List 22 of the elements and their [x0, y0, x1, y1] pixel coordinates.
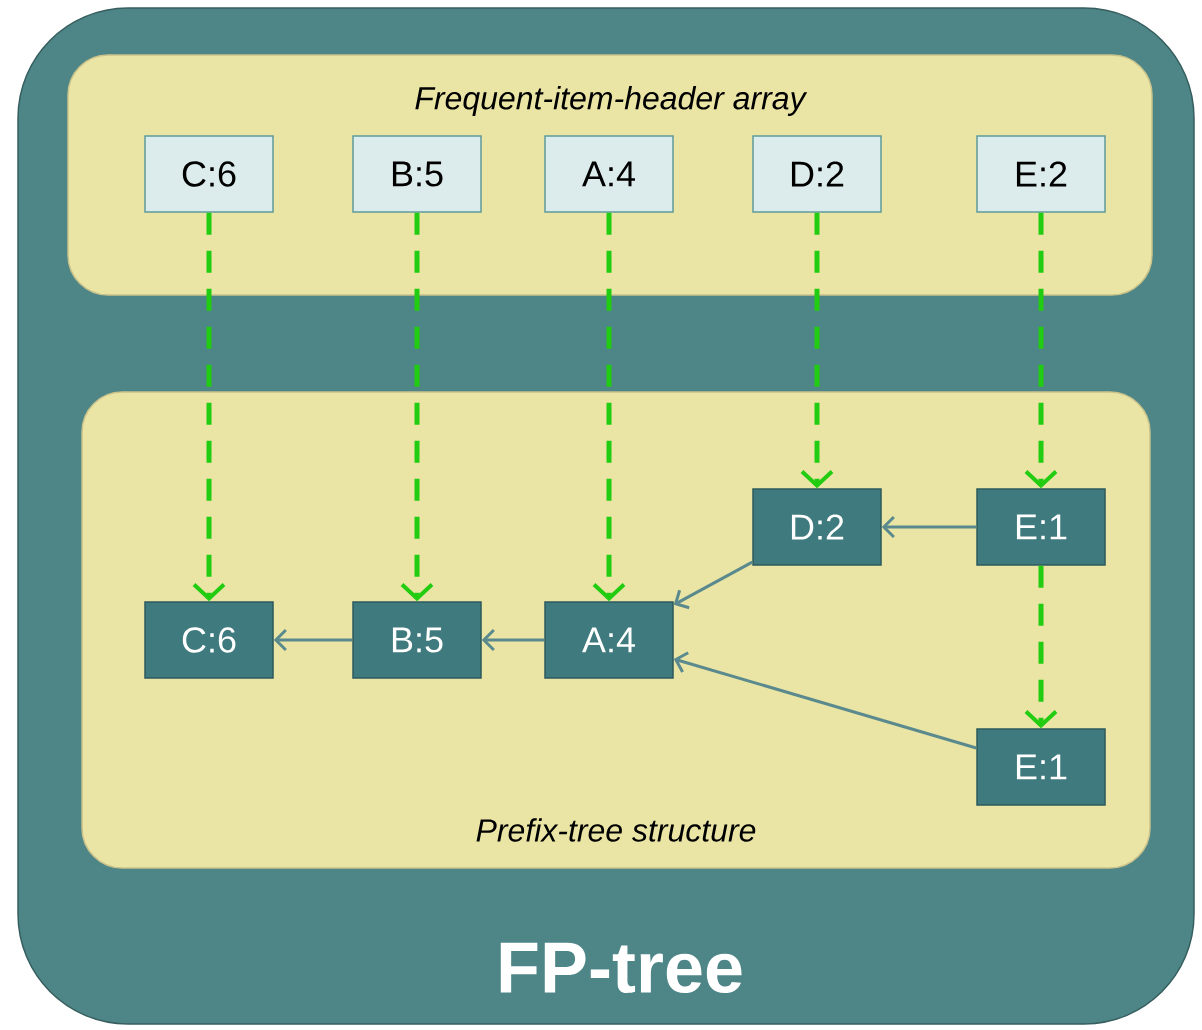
dashed-arrow: [1024, 212, 1058, 489]
header-box: D:2: [752, 135, 882, 213]
arrow: [673, 651, 977, 750]
arrow: [481, 628, 545, 652]
dashed-arrow: [1024, 565, 1058, 729]
tree-node-box: B:5: [352, 601, 482, 679]
arrow: [881, 515, 977, 539]
tree-node-box: C:6: [144, 601, 274, 679]
dashed-arrow: [800, 212, 834, 489]
tree-node-box: E:1: [976, 728, 1106, 806]
arrow: [273, 628, 353, 652]
dashed-arrow: [592, 212, 626, 602]
header-box: B:5: [352, 135, 482, 213]
tree-node-box: A:4: [544, 601, 674, 679]
tree-node-box: E:1: [976, 488, 1106, 566]
dashed-arrow: [400, 212, 434, 602]
dashed-arrow: [192, 212, 226, 602]
tree-node-box: D:2: [752, 488, 882, 566]
header-box: A:4: [544, 135, 674, 213]
header-box: E:2: [976, 135, 1106, 213]
header-box: C:6: [144, 135, 274, 213]
arrow: [673, 560, 753, 610]
